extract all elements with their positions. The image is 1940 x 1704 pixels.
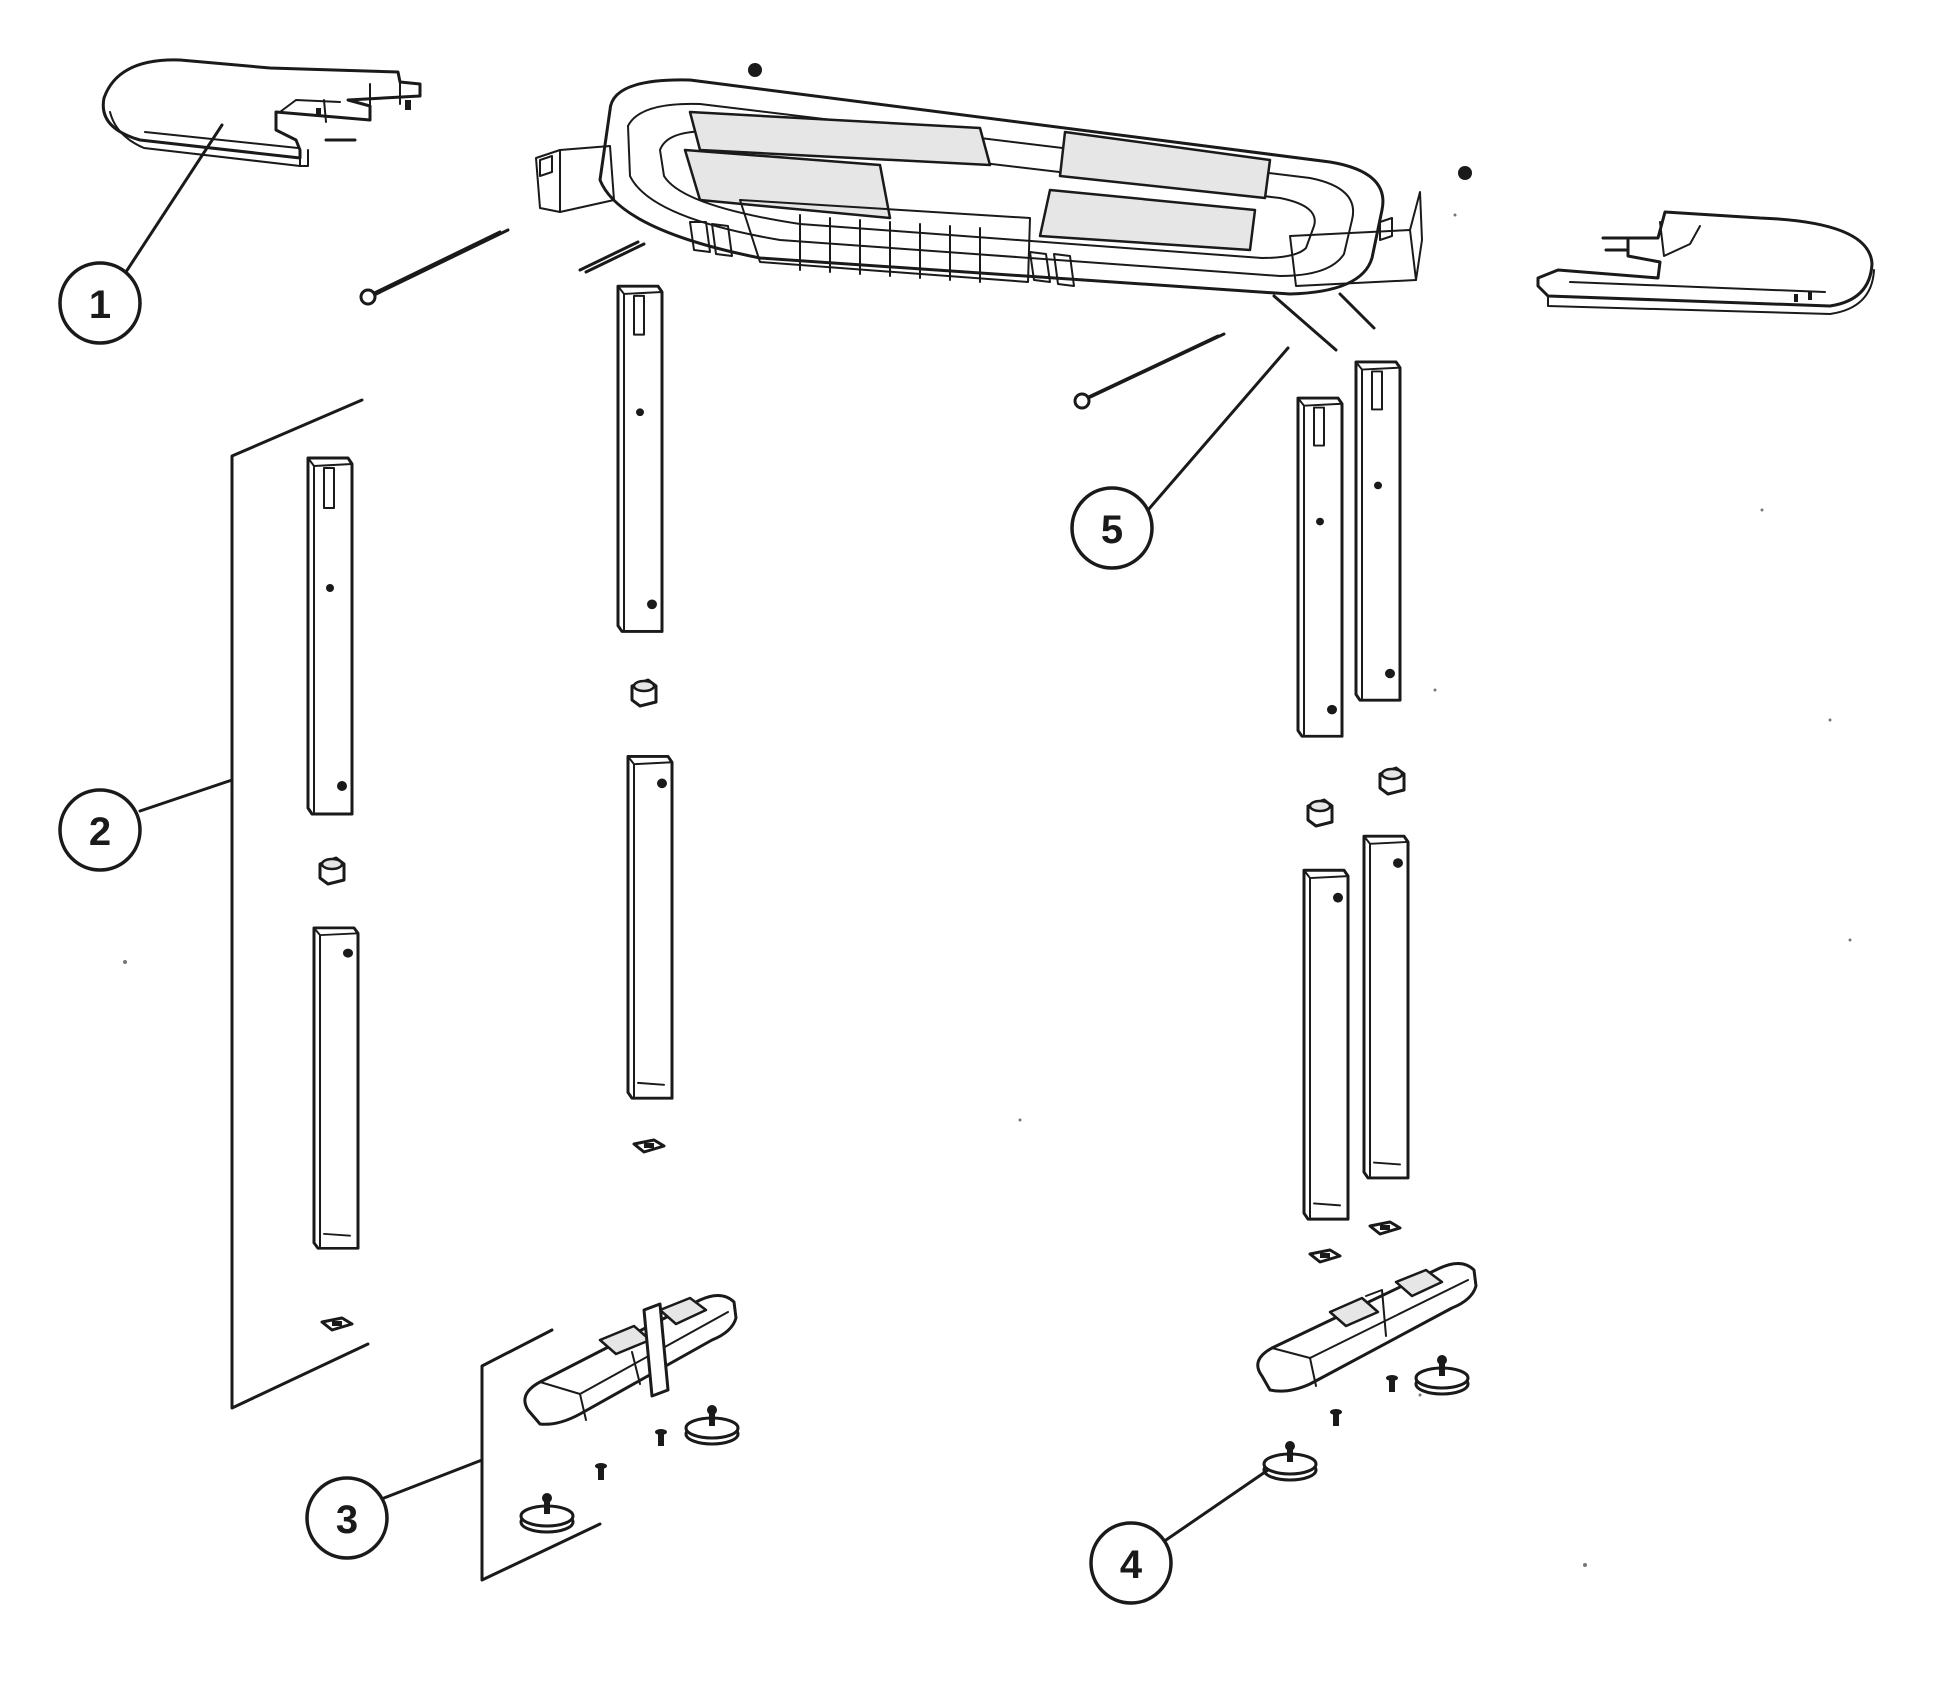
svg-text:2: 2 bbox=[89, 810, 111, 854]
rod-left-short bbox=[584, 242, 646, 274]
leader-lines bbox=[120, 123, 1290, 1542]
foot-base-left bbox=[523, 1294, 738, 1426]
svg-text:3: 3 bbox=[336, 1498, 358, 1542]
leg-assembly-front-left bbox=[306, 456, 360, 1332]
callout-4: 4 bbox=[1089, 1521, 1173, 1605]
rod-right-short-b bbox=[1338, 292, 1376, 330]
callout-3: 3 bbox=[305, 1476, 389, 1560]
top-oval-frame bbox=[535, 63, 1472, 296]
svg-text:4: 4 bbox=[1120, 1543, 1143, 1587]
foot-base-right bbox=[1256, 1262, 1478, 1393]
frame-screw-right bbox=[1458, 166, 1472, 180]
callout-5: 5 bbox=[1070, 486, 1154, 570]
group-bracket-2 bbox=[230, 398, 370, 1410]
leveler-foot-4 bbox=[1262, 1439, 1318, 1482]
right-side-shelf bbox=[1536, 210, 1875, 315]
leg-assembly-rear-right bbox=[1354, 360, 1410, 1236]
svg-text:5: 5 bbox=[1101, 508, 1123, 552]
group-bracket-3 bbox=[480, 1328, 602, 1582]
frame-screw-left bbox=[748, 63, 762, 77]
scan-specks bbox=[123, 213, 1852, 1567]
leg-assembly-front-right bbox=[1296, 396, 1350, 1264]
svg-text:1: 1 bbox=[89, 283, 111, 327]
callout-2: 2 bbox=[58, 788, 142, 872]
leg-assembly-rear-left bbox=[616, 284, 674, 1154]
rod-right-short-a bbox=[1272, 294, 1338, 352]
long-rods bbox=[359, 228, 1376, 410]
callout-1: 1 bbox=[58, 261, 142, 345]
left-side-shelf bbox=[101, 58, 422, 167]
rod-left bbox=[370, 228, 510, 298]
